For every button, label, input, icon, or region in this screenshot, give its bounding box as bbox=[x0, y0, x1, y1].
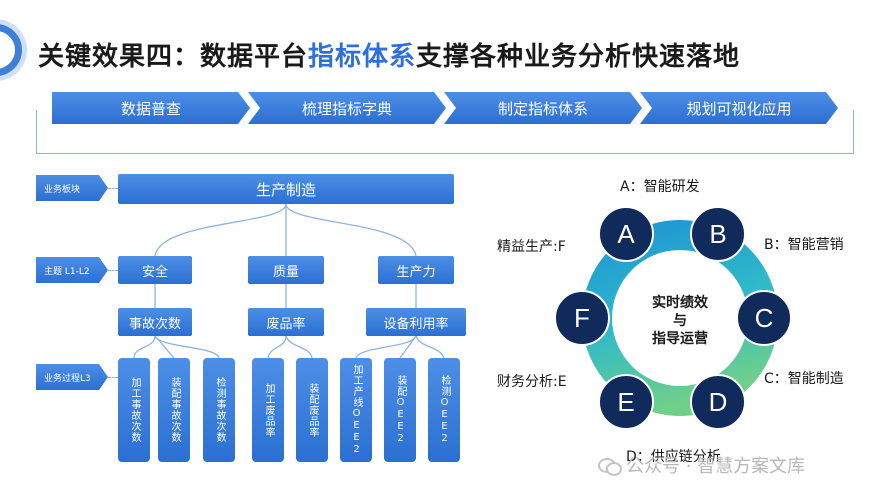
level-label-process: 业务过程L3 bbox=[36, 364, 108, 390]
page-title: 关键效果四：数据平台指标体系支撑各种业务分析快速落地 bbox=[38, 36, 740, 73]
ring-node-b: B bbox=[690, 206, 746, 262]
connector-p7 bbox=[399, 335, 417, 359]
module-box: 生产制造 bbox=[118, 174, 454, 204]
connector-p5 bbox=[285, 335, 313, 359]
title-highlight: 指标体系 bbox=[308, 42, 417, 72]
process-item: 加工产线OEE2 bbox=[340, 358, 372, 462]
title-suffix: 支撑各种业务分析快速落地 bbox=[416, 42, 741, 72]
ring-node-d: D bbox=[690, 374, 746, 430]
step-visualization: 规划可视化应用 bbox=[640, 92, 838, 124]
process-item: 装配OEE2 bbox=[384, 358, 416, 462]
step-metric-system: 制定指标体系 bbox=[444, 92, 642, 124]
ring-node-a: A bbox=[598, 206, 654, 262]
svg-text:F: F bbox=[574, 303, 590, 333]
watermark-text: 公众号 · 智慧方案文库 bbox=[626, 456, 806, 477]
connector-module-safety bbox=[154, 203, 287, 257]
connector-p8 bbox=[415, 335, 445, 359]
title-prefix: 关键效果四：数据平台 bbox=[38, 42, 309, 72]
svg-text:C: C bbox=[755, 303, 774, 333]
theme-safety: 安全 bbox=[118, 256, 192, 284]
connector-p4 bbox=[267, 335, 287, 359]
metric-scrap-rate: 废品率 bbox=[248, 308, 324, 336]
ring-node-c: C bbox=[736, 290, 792, 346]
metric-accident-count: 事故次数 bbox=[118, 308, 192, 336]
ring-label-b: B：智能营销 bbox=[764, 237, 844, 253]
svg-text:D: D bbox=[709, 387, 728, 417]
ring-label-c: C：智能制造 bbox=[764, 371, 844, 387]
ring-inner bbox=[612, 250, 748, 386]
level-line-theme bbox=[108, 270, 118, 271]
level-label-theme: 主题 L1-L2 bbox=[36, 257, 108, 283]
connector-p1 bbox=[133, 335, 156, 359]
level-line-process bbox=[108, 377, 118, 378]
connector-p3 bbox=[154, 335, 220, 359]
process-item: 检测事故次数 bbox=[203, 358, 235, 462]
steps-loop-frame bbox=[36, 110, 854, 154]
metric-equipment-utilization: 设备利用率 bbox=[366, 308, 466, 336]
theme-quality: 质量 bbox=[248, 256, 324, 284]
watermark: 公众号 · 智慧方案文库 bbox=[598, 452, 805, 478]
level-line-module bbox=[108, 188, 118, 189]
ring-label-e: 财务分析:E bbox=[497, 374, 567, 390]
connector-module-productivity bbox=[285, 203, 417, 257]
svg-text:A: A bbox=[617, 219, 635, 249]
process-item: 装配事故次数 bbox=[158, 358, 190, 462]
step-metric-dictionary: 梳理指标字典 bbox=[248, 92, 446, 124]
process-item: 装配废品率 bbox=[296, 358, 328, 462]
ring-label-a: A：智能研发 bbox=[620, 179, 700, 195]
svg-text:E: E bbox=[617, 387, 634, 417]
theme-productivity: 生产力 bbox=[378, 256, 454, 284]
process-item: 检测OEE2 bbox=[428, 358, 460, 462]
ring-label-d: D：供应链分析 bbox=[626, 449, 721, 465]
ring-node-f: F bbox=[554, 290, 610, 346]
process-item: 加工废品率 bbox=[252, 358, 284, 462]
level-label-module: 业务板块 bbox=[36, 175, 108, 201]
process-item: 加工事故次数 bbox=[118, 358, 150, 462]
svg-text:B: B bbox=[709, 219, 726, 249]
step-data-survey: 数据普查 bbox=[52, 92, 250, 124]
wechat-icon bbox=[598, 456, 622, 476]
ring-center-text: 实时绩效 与 指导运营 bbox=[652, 295, 708, 347]
ring-node-e: E bbox=[598, 374, 654, 430]
ring-label-f: 精益生产:F bbox=[497, 239, 566, 255]
